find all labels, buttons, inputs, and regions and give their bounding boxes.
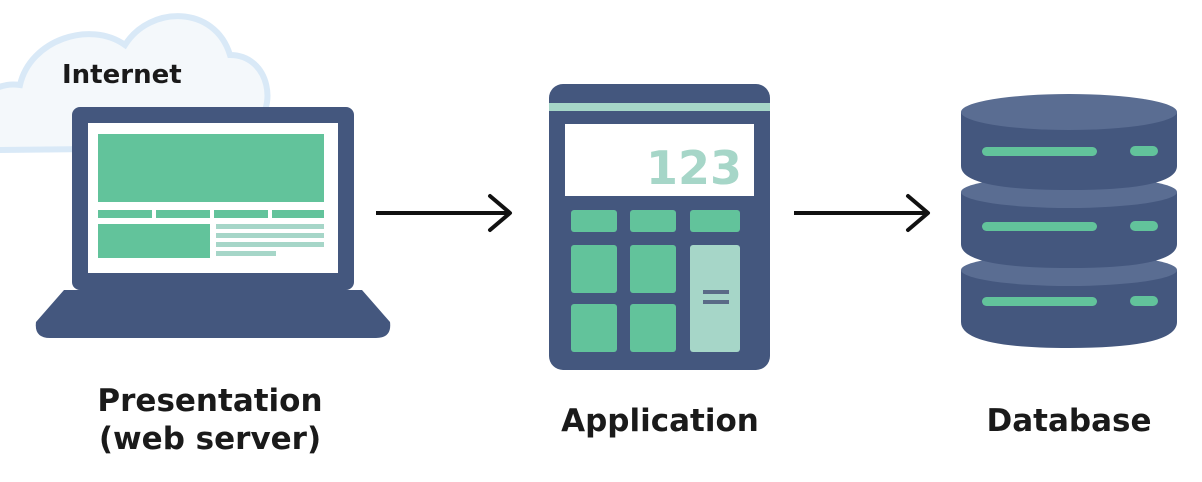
- cloud-label-internet: Internet: [62, 60, 182, 90]
- laptop-icon: [35, 107, 391, 338]
- tier-label-application: Application: [561, 403, 759, 439]
- tier-label-presentation-line1: Presentation: [97, 383, 323, 419]
- tier-label-presentation: Presentation (web server): [60, 382, 360, 458]
- arrow-presentation-to-application: [376, 194, 512, 232]
- database-icon: [961, 94, 1177, 348]
- calculator-display-value: 123: [646, 141, 742, 195]
- arrow-application-to-database: [794, 194, 930, 232]
- tier-label-presentation-line2: (web server): [98, 421, 322, 457]
- tier-label-database: Database: [986, 403, 1152, 439]
- calculator-icon: 123: [549, 84, 770, 370]
